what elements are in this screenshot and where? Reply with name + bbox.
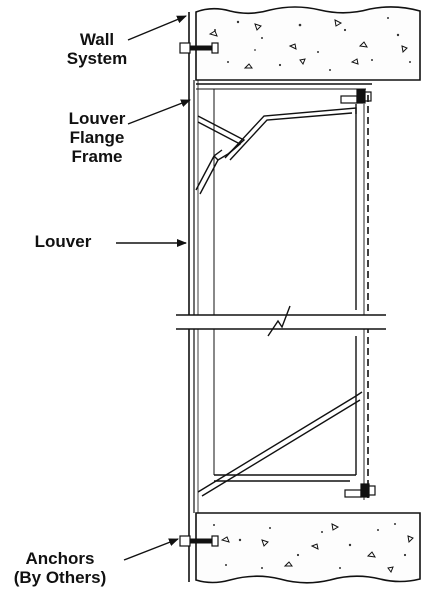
head-fastener bbox=[340, 89, 372, 104]
anchors-label-line: (By Others) bbox=[13, 568, 107, 587]
break-band bbox=[176, 305, 386, 337]
wall-system-label-line: Wall bbox=[79, 30, 115, 49]
upper-concrete-slab bbox=[195, 6, 421, 81]
flange-frame-leader bbox=[127, 99, 191, 125]
lower-concrete-slab bbox=[195, 512, 421, 584]
louver-label: Louver bbox=[34, 232, 92, 251]
flange-label-line: Frame bbox=[71, 147, 123, 166]
anchors-leader bbox=[123, 538, 179, 561]
lower-anchor bbox=[179, 535, 219, 547]
anchors-label-line: Anchors bbox=[25, 549, 95, 568]
upper-anchor bbox=[179, 42, 219, 54]
leader-lines bbox=[116, 15, 191, 561]
louver-frame-head bbox=[196, 83, 372, 475]
wall-system-leader bbox=[127, 15, 187, 41]
wall-system-label: Wall System bbox=[52, 30, 142, 68]
louver-blade-top bbox=[224, 104, 357, 310]
rear-screen bbox=[363, 95, 369, 500]
sill-fastener bbox=[344, 483, 376, 498]
louver-blade-bottom bbox=[197, 391, 363, 497]
wall-face bbox=[188, 12, 199, 582]
wall-system-label-line: System bbox=[66, 49, 128, 68]
flange-label-line: Flange bbox=[69, 128, 125, 147]
flange-label-line: Louver bbox=[68, 109, 126, 128]
anchors-label: Anchors (By Others) bbox=[0, 549, 120, 587]
louver-flange-frame-label: Louver Flange Frame bbox=[52, 109, 142, 166]
louver-flange-frame bbox=[195, 115, 246, 195]
